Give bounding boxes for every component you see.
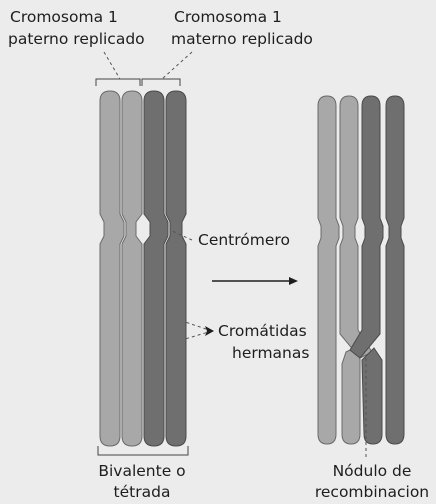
nodule-label-line2: recombinacion [315, 483, 429, 501]
paternal-leader [103, 51, 121, 80]
paternal-bracket [95, 78, 141, 86]
centromere-leader [171, 230, 193, 241]
maternal-chromatid-1 [143, 90, 169, 447]
recombined-paternal-inner-bottom [341, 345, 361, 445]
paternal-chromatid-1 [99, 90, 125, 447]
recombined-maternal-inner-top [349, 95, 384, 359]
recombined-maternal-outer [385, 95, 405, 445]
centromere-label: Centrómero [198, 231, 290, 249]
nodule-label-line1: Nódulo de [333, 462, 412, 480]
paternal-label-line1: Cromosoma 1 [10, 8, 118, 26]
sister-arrowhead [205, 326, 214, 336]
maternal-chromatid-2 [165, 90, 187, 447]
recombined-tetrad [317, 95, 405, 445]
paternal-chromatid-2 [121, 90, 143, 447]
sister-leader-2 [184, 330, 213, 340]
bivalent-bracket [97, 446, 189, 456]
paternal-label-line2: paterno replicado [8, 30, 145, 48]
bivalent-tetrad [99, 90, 187, 447]
recombined-paternal-inner-top [339, 95, 373, 359]
sister-chromatids-label-line1: Cromátidas [218, 322, 307, 340]
transition-arrow [212, 277, 298, 285]
bivalent-label-line2: tétrada [114, 483, 171, 501]
recombined-paternal-outer [317, 95, 340, 445]
sister-chromatids-label-line2: hermanas [232, 344, 309, 362]
maternal-leader [161, 51, 193, 80]
bivalent-label-line1: Bivalente o [98, 462, 185, 480]
recombined-maternal-inner-bottom [361, 347, 383, 445]
sister-leader-1 [184, 321, 213, 332]
maternal-bracket [141, 78, 181, 86]
maternal-label-line1: Cromosoma 1 [174, 8, 282, 26]
maternal-label-line2: materno replicado [171, 30, 313, 48]
